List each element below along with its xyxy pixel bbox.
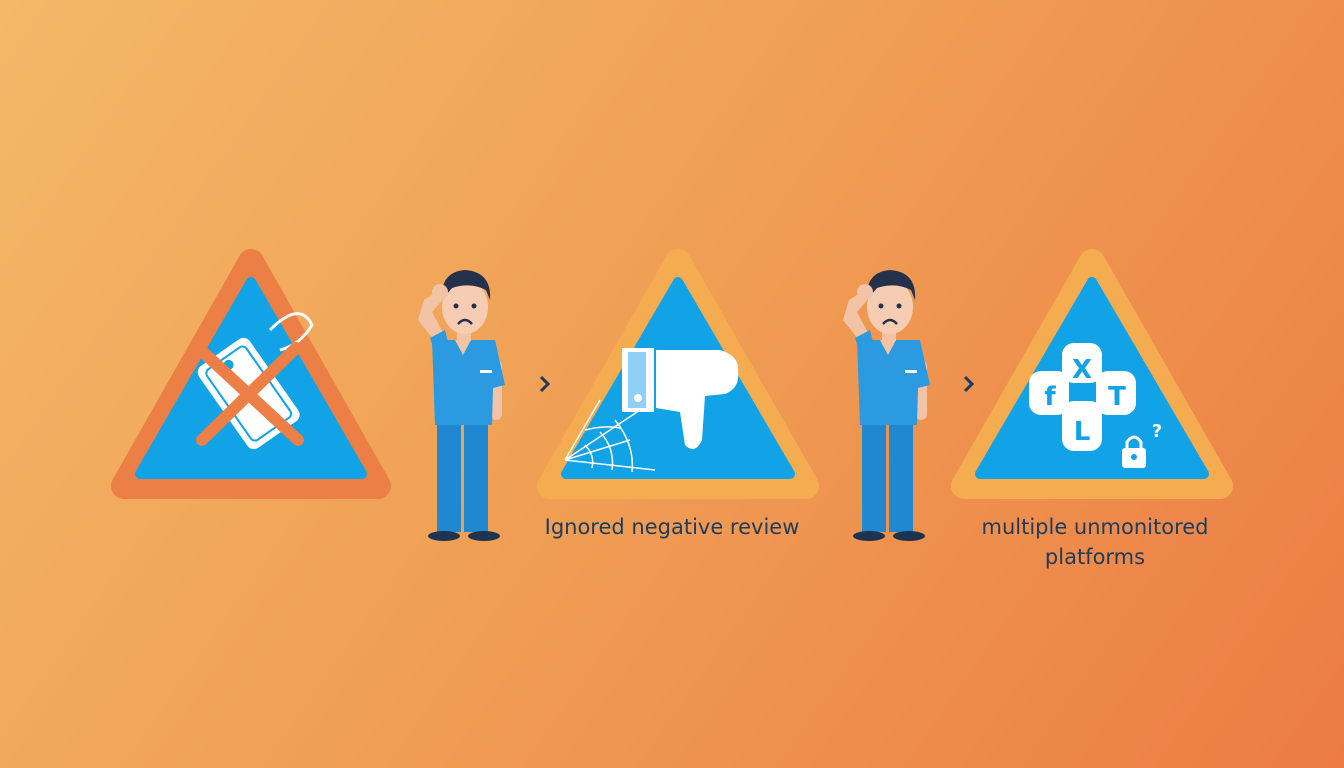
f-letter: f	[1044, 382, 1056, 412]
l-letter: L	[1074, 417, 1091, 447]
warning-triangle-2	[537, 249, 819, 499]
question-mark: ?	[1152, 421, 1162, 442]
worried-nurse-figure-2	[841, 268, 932, 543]
chevron-right-icon	[539, 375, 551, 393]
thumbs-down-cobweb-icon	[564, 348, 739, 473]
padlock-icon	[1122, 435, 1146, 468]
step-3-caption: multiple unmonitored platforms	[981, 515, 1209, 569]
warning-triangle-1	[111, 249, 391, 499]
crossed-out-price-tag-icon	[196, 312, 314, 450]
warning-triangle-3: X f T L ?	[951, 249, 1233, 499]
x-letter: X	[1072, 355, 1092, 385]
worried-nurse-figure-1	[416, 268, 507, 543]
chevron-right-icon	[963, 375, 975, 393]
social-platforms-lock-icon: X f T L ?	[1029, 343, 1162, 468]
step-2-caption: Ignored negative review	[544, 515, 800, 539]
t-letter: T	[1108, 382, 1126, 412]
